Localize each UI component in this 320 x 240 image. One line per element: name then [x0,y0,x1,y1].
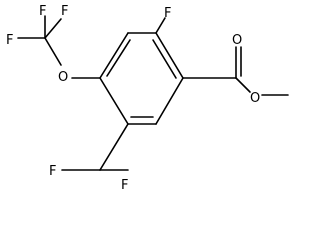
atom-f-ring: F [164,6,171,21]
bond-cf3-f-topright [44,18,62,39]
structure-diagram: F F F O F O O F F [6,4,289,191]
bond-cf3-o [44,37,62,66]
bond-ring-6 [99,77,129,125]
atom-f-chf2-bottom: F [121,178,128,191]
bond-ring-4 [155,77,184,125]
bond-ring-chf2 [99,123,129,171]
bond-carbonyl-oester [235,77,251,93]
bond-ring-1 [99,32,129,79]
bond-ring-3 [155,32,184,79]
bond-ring-1-inner [106,39,131,77]
atom-f-chf2-left: F [49,164,56,179]
atom-f-cf3-left: F [6,33,13,48]
molecule-canvas: F F F O F O O F F [6,4,289,191]
atom-o-ester: O [250,91,260,106]
atom-f-cf3-topright: F [61,4,68,19]
atom-o-ocf3: O [58,70,68,85]
bond-ring-3-inner [152,39,177,79]
atom-o-carbonyl: O [232,33,242,48]
atom-f-cf3-topleft: F [39,4,46,19]
bond-ring-f [155,17,166,34]
